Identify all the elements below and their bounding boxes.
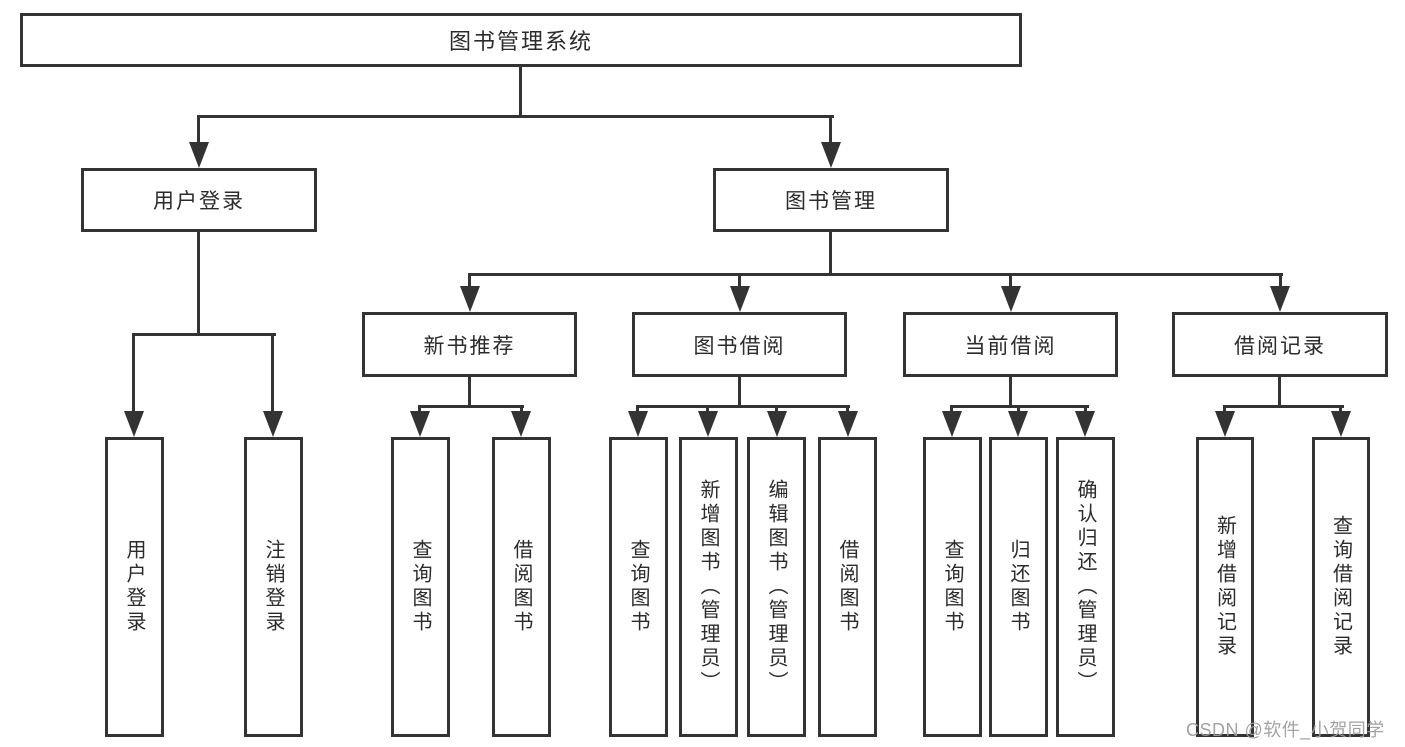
leaf-logout: 注销登录 — [244, 437, 303, 737]
connector-line — [271, 335, 274, 413]
connector-line — [829, 232, 832, 275]
connector-line — [468, 273, 1283, 276]
arrow-down-icon — [410, 411, 430, 437]
connector-line — [418, 406, 421, 414]
leaf-add-book-admin: 新增图书（管理员） — [679, 437, 738, 737]
arrow-down-icon — [767, 411, 787, 437]
connector-line — [1223, 406, 1226, 414]
connector-line — [520, 406, 523, 414]
leaf-query-book-borrow: 查询图书 — [609, 437, 668, 737]
node-root: 图书管理系统 — [20, 13, 1022, 67]
watermark: CSDN @软件_小贺同学 — [1186, 720, 1385, 740]
connector-line — [1278, 377, 1281, 407]
connector-line — [468, 275, 471, 288]
connector-line — [418, 405, 524, 408]
connector-line — [1017, 406, 1020, 414]
connector-line — [738, 377, 741, 407]
connector-line — [846, 406, 849, 414]
connector-line — [1223, 405, 1344, 408]
leaf-borrow-book-recommend: 借阅图书 — [492, 437, 551, 737]
arrow-down-icon — [189, 142, 209, 168]
connector-line — [1009, 377, 1012, 407]
leaf-query-book-current: 查询图书 — [923, 437, 982, 737]
leaf-add-borrow-record: 新增借阅记录 — [1196, 437, 1254, 737]
arrow-down-icon — [124, 411, 144, 437]
arrow-down-icon — [1075, 411, 1095, 437]
connector-line — [829, 117, 832, 144]
connector-line — [197, 115, 834, 118]
leaf-return-book: 归还图书 — [989, 437, 1048, 737]
arrow-down-icon — [730, 286, 750, 312]
connector-line — [1009, 275, 1012, 288]
node-current-borrow: 当前借阅 — [903, 312, 1118, 377]
arrow-down-icon — [698, 411, 718, 437]
arrow-down-icon — [511, 411, 531, 437]
leaf-user-login: 用户登录 — [105, 437, 164, 737]
connector-line — [950, 406, 953, 414]
arrow-down-icon — [1008, 411, 1028, 437]
leaf-edit-book-admin: 编辑图书（管理员） — [747, 437, 806, 737]
arrow-down-icon — [942, 411, 962, 437]
arrow-down-icon — [460, 286, 480, 312]
leaf-query-book-recommend: 查询图书 — [391, 437, 450, 737]
connector-line — [1084, 406, 1087, 414]
node-book-management: 图书管理 — [713, 168, 949, 232]
connector-line — [775, 406, 778, 414]
connector-line — [706, 406, 709, 414]
arrow-down-icon — [821, 142, 841, 168]
connector-line — [132, 335, 135, 413]
arrow-down-icon — [1331, 411, 1351, 437]
arrow-down-icon — [263, 411, 283, 437]
arrow-down-icon — [628, 411, 648, 437]
connector-line — [1339, 406, 1342, 414]
connector-line — [738, 275, 741, 288]
arrow-down-icon — [1270, 286, 1290, 312]
leaf-borrow-book: 借阅图书 — [818, 437, 877, 737]
arrow-down-icon — [1001, 286, 1021, 312]
node-book-borrow: 图书借阅 — [632, 312, 847, 377]
connector-line — [636, 405, 850, 408]
connector-line — [1279, 275, 1282, 288]
connector-line — [636, 406, 639, 414]
arrow-down-icon — [838, 411, 858, 437]
connector-line — [197, 232, 200, 335]
leaf-query-borrow-record: 查询借阅记录 — [1312, 437, 1370, 737]
arrow-down-icon — [1215, 411, 1235, 437]
node-new-book-recommend: 新书推荐 — [362, 312, 577, 377]
connector-line — [197, 117, 200, 144]
node-user-login: 用户登录 — [81, 168, 317, 232]
leaf-confirm-return-admin: 确认归还（管理员） — [1056, 437, 1115, 737]
node-borrow-record: 借阅记录 — [1172, 312, 1388, 377]
connector-line — [132, 333, 276, 336]
connector-line — [468, 377, 471, 407]
connector-line — [519, 66, 522, 117]
